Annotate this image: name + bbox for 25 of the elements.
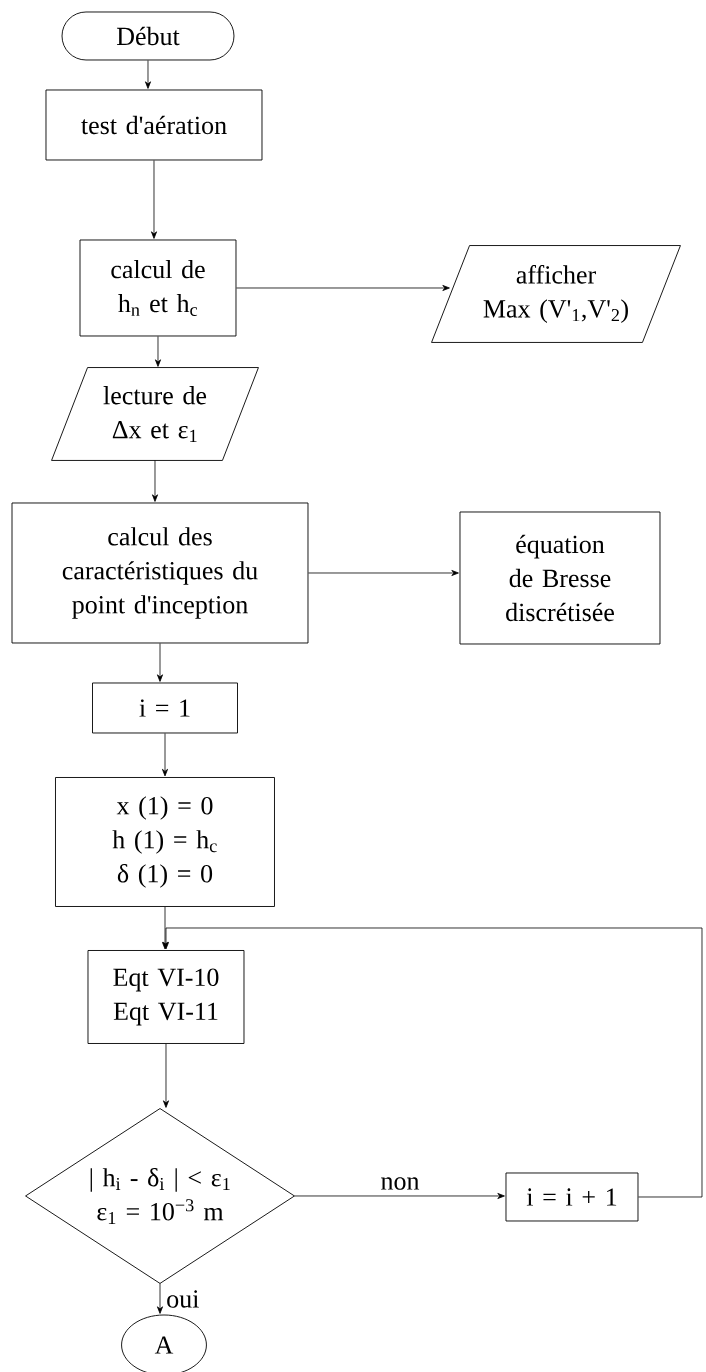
process-box: équation de Bresse discrétisée xyxy=(459,511,661,645)
process-box: calcul de h$_{n}$ et h$_{c}$ xyxy=(79,239,237,337)
arrow xyxy=(157,643,163,682)
input-output-box: lecture de Δx et ε$_{1}$ xyxy=(51,367,259,461)
edge-label: oui xyxy=(164,1288,202,1310)
arrow xyxy=(294,1193,505,1199)
process-box: Eqt VI-10 Eqt VI-11 xyxy=(87,950,245,1044)
arrow xyxy=(152,460,158,502)
process-box: calcul des caractéristiques du point d'inception xyxy=(11,502,309,644)
edge-label: non xyxy=(378,1175,422,1192)
arrow xyxy=(155,336,161,367)
arrow xyxy=(163,927,703,1198)
arrow xyxy=(145,60,151,89)
process-box: i = 1 xyxy=(92,682,238,734)
arrow xyxy=(162,733,168,777)
input-output-box: afficher Max (V'$_{1}$,V'$_{2}$) xyxy=(431,245,681,343)
arrow xyxy=(236,285,450,291)
arrow xyxy=(151,160,157,239)
process-box: test d'aération xyxy=(45,89,263,161)
arrow xyxy=(157,1283,163,1314)
arrow xyxy=(163,1043,169,1108)
terminal-box: Début xyxy=(61,11,235,61)
process-box: x (1) = 0 h (1) = h$_{c}$ δ (1) = 0 xyxy=(55,777,275,907)
process-box: i = i + 1 xyxy=(505,1172,639,1222)
arrow xyxy=(308,570,459,576)
